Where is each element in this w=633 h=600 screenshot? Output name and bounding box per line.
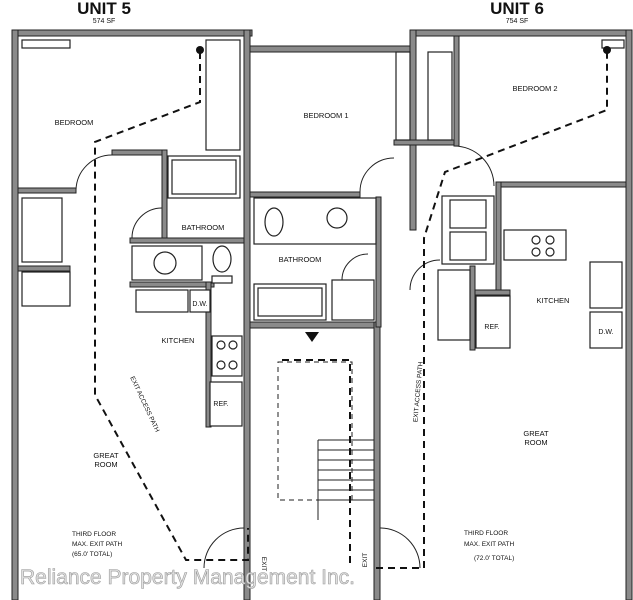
u6-great-room-label-2: ROOM bbox=[524, 438, 547, 447]
u5-bathroom-label: BATHROOM bbox=[182, 223, 225, 232]
center-bathroom-label: BATHROOM bbox=[279, 255, 322, 264]
center-fixtures bbox=[253, 51, 453, 321]
u6-fixtures bbox=[437, 39, 625, 349]
u5-dw-label: D.W. bbox=[192, 301, 207, 308]
center-bedroom-label: BEDROOM 1 bbox=[303, 111, 348, 120]
unit-5-title: UNIT 5 bbox=[77, 0, 131, 18]
u5-note-line2: MAX. EXIT PATH bbox=[72, 541, 123, 548]
u5-fixtures bbox=[21, 39, 243, 427]
exit-paths bbox=[94, 46, 611, 569]
watermark: Reliance Property Management Inc. bbox=[20, 566, 355, 589]
u6-note-line2: MAX. EXIT PATH bbox=[464, 541, 515, 548]
u6-note-line3: (72.0' TOTAL) bbox=[474, 555, 514, 562]
u5-ref-label: REF. bbox=[213, 401, 228, 408]
u5-note-line1: THIRD FLOOR bbox=[72, 531, 116, 538]
u5-great-room-label-2: ROOM bbox=[94, 460, 117, 469]
exit-label-left: EXIT bbox=[260, 557, 267, 571]
unit-5-area: 574 SF bbox=[93, 18, 116, 25]
u5-exit-path-label: EXIT ACCESS PATH bbox=[128, 375, 160, 433]
u5-bedroom-label: BEDROOM bbox=[55, 118, 94, 127]
exit-label-right: EXIT bbox=[362, 553, 369, 567]
u6-bedroom-label: BEDROOM 2 bbox=[512, 84, 557, 93]
stairwell bbox=[277, 332, 374, 520]
u5-kitchen-label: KITCHEN bbox=[162, 336, 195, 345]
u5-note-line3: (65.0' TOTAL) bbox=[72, 551, 112, 558]
u6-great-room-label-1: GREAT bbox=[523, 429, 549, 438]
unit-6-area: 754 SF bbox=[506, 18, 529, 25]
u6-exit-path-label: EXIT ACCESS PATH bbox=[412, 361, 424, 422]
door-swings bbox=[75, 145, 495, 569]
u5-great-room-label-1: GREAT bbox=[93, 451, 119, 460]
unit-6-title: UNIT 6 bbox=[490, 0, 544, 18]
u6-note-line1: THIRD FLOOR bbox=[464, 530, 508, 537]
u6-ref-label: REF. bbox=[484, 324, 499, 331]
interior-walls bbox=[17, 35, 627, 428]
u6-dw-label: D.W. bbox=[598, 329, 613, 336]
u6-kitchen-label: KITCHEN bbox=[537, 296, 570, 305]
